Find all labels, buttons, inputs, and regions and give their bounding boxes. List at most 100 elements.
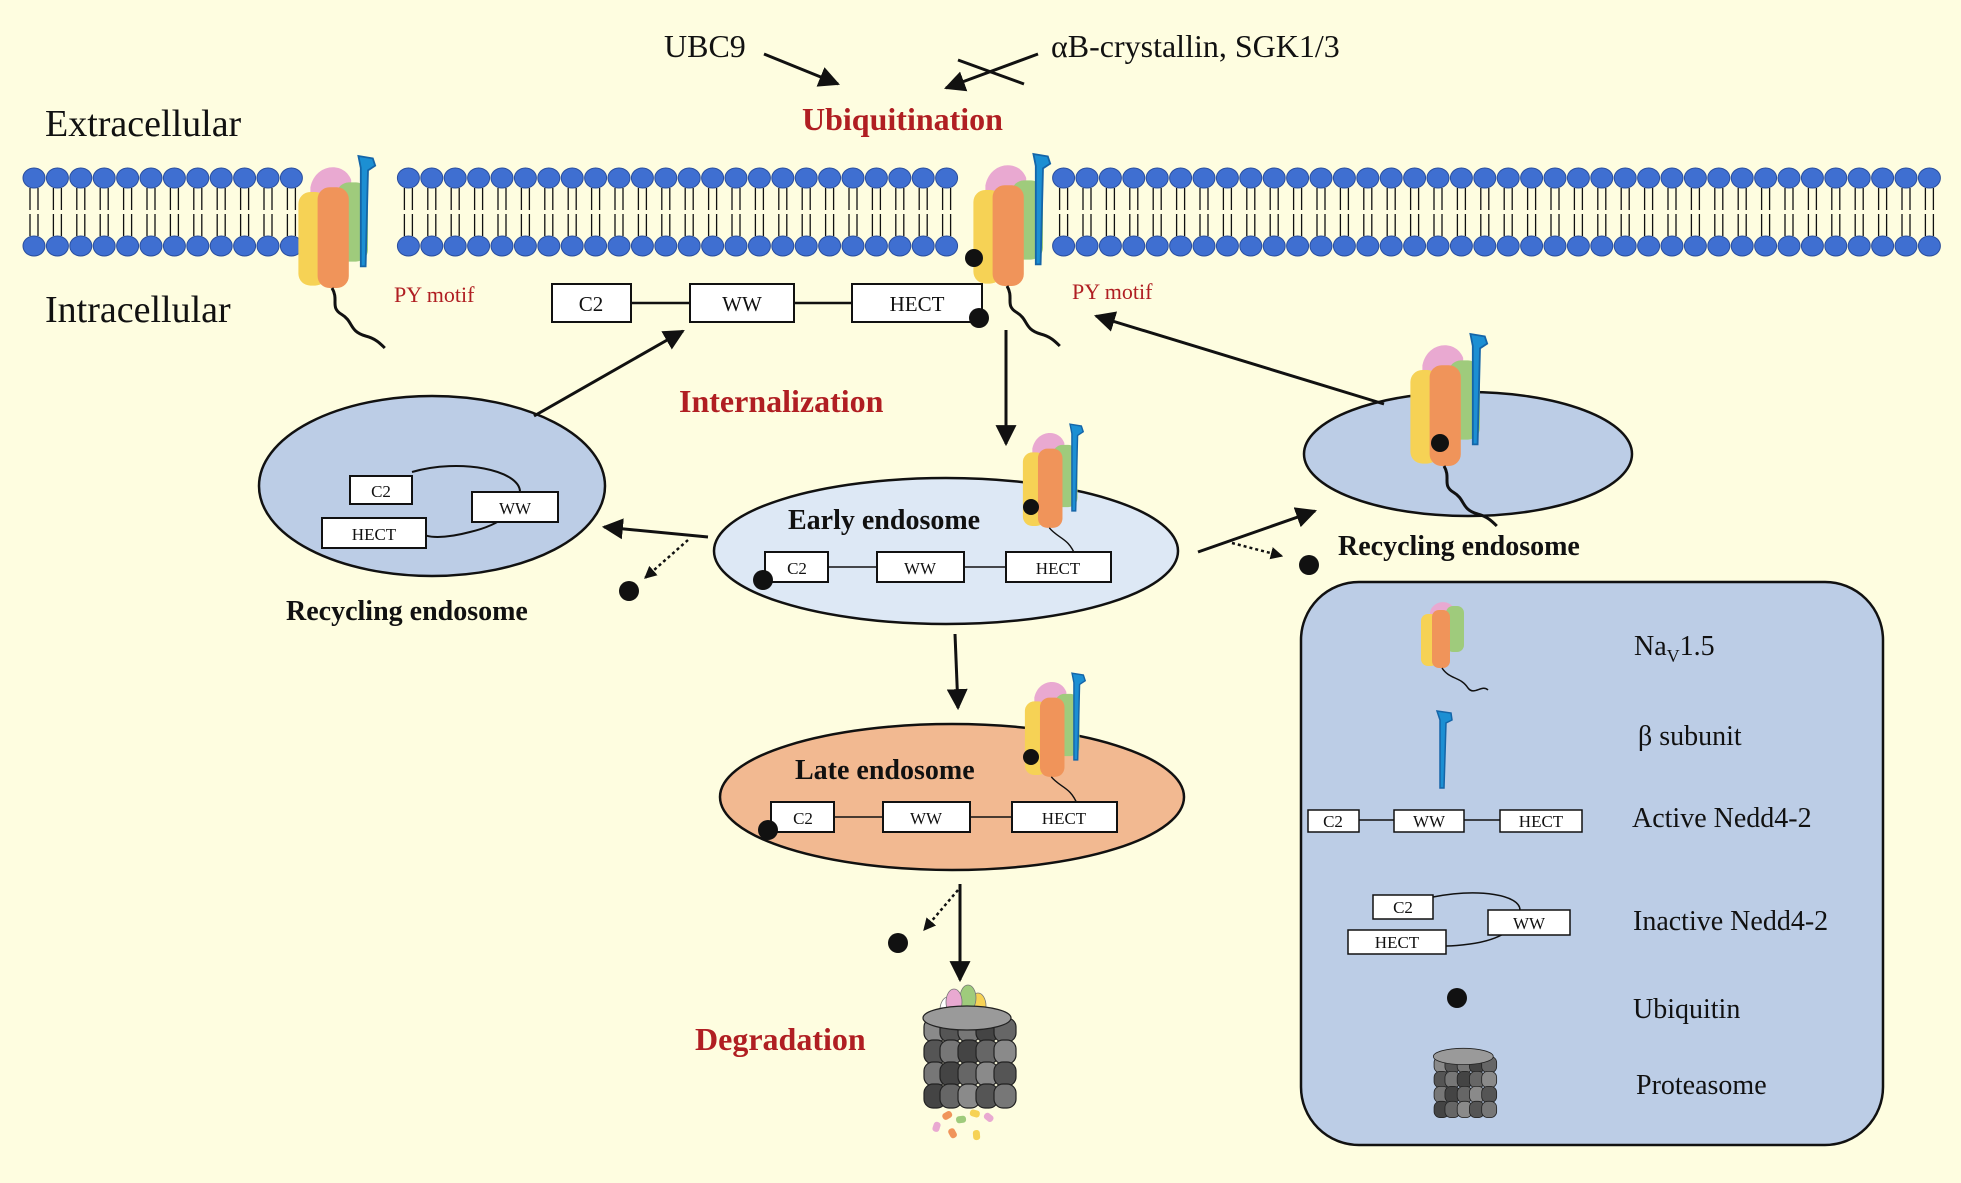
legend-active-nedd-icon: C2 WW HECT <box>1307 809 1583 833</box>
lipid-head <box>1683 167 1707 189</box>
lipid-head <box>1379 167 1403 189</box>
lipid-head <box>1847 167 1871 189</box>
domain-hect: HECT <box>1042 809 1087 828</box>
lipid-head <box>1730 167 1754 189</box>
domain-ww: WW <box>904 559 937 578</box>
domain-hect: HECT <box>1036 559 1081 578</box>
lipid-head <box>1449 167 1473 189</box>
lipid-head <box>1192 167 1216 189</box>
lipid-head <box>1496 235 1520 257</box>
lipid-head <box>1169 167 1193 189</box>
lipid-head <box>1239 167 1263 189</box>
lipid-head <box>841 235 865 257</box>
lipid-head <box>1075 167 1099 189</box>
internalization-title: Internalization <box>679 383 884 419</box>
recycling-endosome-left-label: Recycling endosome <box>286 596 528 627</box>
lipid-head <box>607 167 631 189</box>
arrow-early-to-late <box>946 633 968 711</box>
lipid-head <box>537 235 561 257</box>
lipid-head <box>888 235 912 257</box>
lipid-head <box>1917 167 1941 189</box>
cell-membrane <box>22 167 1941 257</box>
ubiquitin-release-right <box>1231 541 1284 560</box>
lipid-head <box>162 235 186 257</box>
lipid-head <box>1332 167 1356 189</box>
lipid-head <box>864 235 888 257</box>
peptide-fragment <box>942 1111 953 1120</box>
nedd4-2-inactive-left: C2 WW HECT <box>321 465 559 549</box>
inhibitors-label: αB-crystallin, SGK1/3 <box>1051 28 1340 64</box>
extracellular-label: Extracellular <box>45 103 242 145</box>
lipid-head <box>69 167 93 189</box>
lipid-head <box>1426 167 1450 189</box>
lipid-head <box>1520 235 1544 257</box>
legend-ubiquitin-icon <box>1447 988 1467 1008</box>
inhibition-cross <box>957 58 1025 86</box>
lipid-head <box>1122 235 1146 257</box>
lipid-head <box>513 235 537 257</box>
lipid-head <box>467 167 491 189</box>
lipid-head <box>1824 235 1848 257</box>
lipid-head <box>1309 235 1333 257</box>
lipid-head <box>1637 167 1661 189</box>
lipid-head <box>1894 235 1918 257</box>
ubiquitin-dot <box>619 581 639 601</box>
lipid-head <box>256 167 280 189</box>
lipid-head <box>1169 235 1193 257</box>
lipid-head <box>1683 235 1707 257</box>
lipid-head <box>841 167 865 189</box>
lipid-head <box>1660 167 1684 189</box>
lipid-head <box>1192 235 1216 257</box>
proteasome-ring <box>923 1083 1017 1109</box>
intracellular-label: Intracellular <box>45 289 231 331</box>
lipid-head <box>888 167 912 189</box>
arrow-early-to-recycling-right <box>1197 507 1317 554</box>
lipid-head <box>1800 235 1824 257</box>
lipid-head <box>1613 235 1637 257</box>
ubiquitin-release-left <box>644 539 689 579</box>
lipid-head <box>443 167 467 189</box>
lipid-head <box>116 167 140 189</box>
lipid-head <box>1356 167 1380 189</box>
degradation-title: Degradation <box>695 1021 866 1057</box>
lipid-head <box>69 235 93 257</box>
lipid-head <box>1566 235 1590 257</box>
lipid-head <box>1403 235 1427 257</box>
domain-c2: C2 <box>787 559 807 578</box>
early-endosome-label: Early endosome <box>788 505 980 536</box>
arrow-recycle-to-membrane-right <box>1093 311 1385 406</box>
domain-ww: WW <box>910 809 943 828</box>
lipid-head <box>233 235 257 257</box>
lipid-head <box>22 235 46 257</box>
lipid-head <box>1707 167 1731 189</box>
lipid-head <box>1707 235 1731 257</box>
lipid-head <box>794 235 818 257</box>
lipid-head <box>420 235 444 257</box>
lipid-head <box>1590 235 1614 257</box>
lipid-head <box>1894 167 1918 189</box>
lipid-head <box>724 167 748 189</box>
lipid-head <box>162 167 186 189</box>
lipid-head <box>1098 235 1122 257</box>
ubiquitin-dot <box>969 308 989 328</box>
peptide-fragment <box>972 1130 981 1141</box>
proteasome <box>922 984 1017 1141</box>
lipid-head <box>747 235 771 257</box>
lipid-head <box>701 167 725 189</box>
lipid-head <box>584 167 608 189</box>
lipid-head <box>1215 235 1239 257</box>
lipid-head <box>1566 167 1590 189</box>
lipid-head <box>560 167 584 189</box>
lipid-head <box>1754 235 1778 257</box>
domain-c2: C2 <box>371 482 391 501</box>
lipid-head <box>279 167 303 189</box>
lipid-head <box>1449 235 1473 257</box>
peptide-fragment <box>969 1109 980 1118</box>
lipid-head <box>911 167 935 189</box>
lipid-head <box>654 235 678 257</box>
domain-ww: WW <box>1513 914 1546 933</box>
lipid-head <box>1262 167 1286 189</box>
domain-hect: HECT <box>890 292 945 316</box>
lipid-head <box>443 235 467 257</box>
lipid-head <box>1239 235 1263 257</box>
